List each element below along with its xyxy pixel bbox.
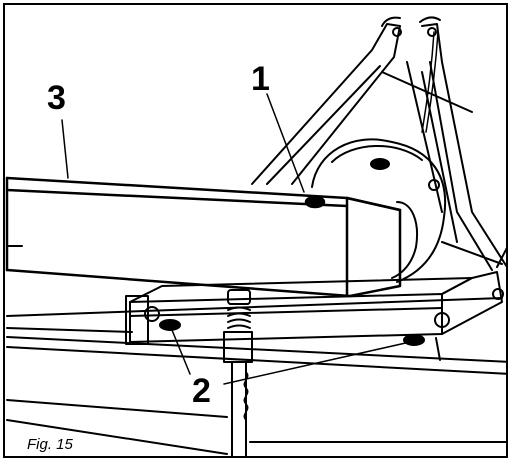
leader-lines xyxy=(61,93,411,385)
hitch-frame xyxy=(251,16,506,271)
callout-1: 1 xyxy=(251,60,270,98)
line-drawing xyxy=(5,16,506,456)
lower-crossbar xyxy=(125,271,504,361)
callout-3: 3 xyxy=(47,79,66,117)
figure-caption: Fig. 15 xyxy=(27,436,73,453)
adjusting-spindle xyxy=(223,289,253,456)
chain xyxy=(421,31,439,133)
rear-rails xyxy=(6,245,506,455)
square-beam xyxy=(5,176,402,298)
figure-frame: 1 2 3 Fig. 15 xyxy=(3,3,508,458)
callout-2: 2 xyxy=(192,372,211,410)
gearbox xyxy=(311,138,447,283)
